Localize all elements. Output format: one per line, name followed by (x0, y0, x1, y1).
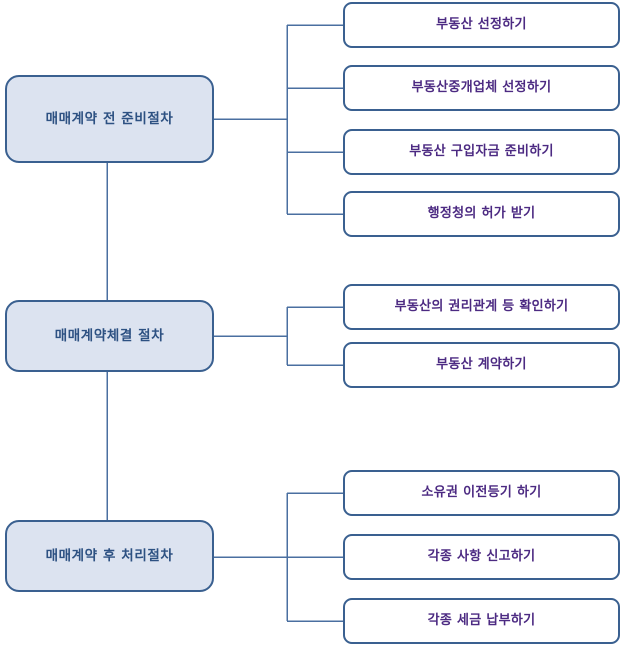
step-node-label: 행정청의 허가 받기 (427, 206, 536, 222)
step-node-get-permission[interactable]: 행정청의 허가 받기 (343, 191, 620, 237)
group-node-label: 매매계약체결 절차 (54, 327, 165, 344)
step-node-label: 부동산 구입자금 준비하기 (409, 144, 554, 160)
step-node-label: 부동산 계약하기 (436, 357, 527, 373)
step-node-label: 소유권 이전등기 하기 (421, 485, 542, 501)
group-node-label: 매매계약 전 준비절차 (45, 110, 174, 127)
group-node-contract[interactable]: 매매계약체결 절차 (5, 300, 214, 372)
step-node-sign-contract[interactable]: 부동산 계약하기 (343, 342, 620, 388)
step-node-label: 부동산중개업체 선정하기 (411, 80, 552, 96)
step-node-label: 각종 세금 납부하기 (427, 613, 536, 629)
step-node-report-matters[interactable]: 각종 사항 신고하기 (343, 534, 620, 580)
step-node-transfer-registration[interactable]: 소유권 이전등기 하기 (343, 470, 620, 516)
step-node-select-property[interactable]: 부동산 선정하기 (343, 2, 620, 48)
step-node-label: 부동산의 권리관계 등 확인하기 (394, 299, 569, 315)
step-node-select-agency[interactable]: 부동산중개업체 선정하기 (343, 65, 620, 111)
group-node-pre-contract[interactable]: 매매계약 전 준비절차 (5, 75, 214, 163)
group-node-post-contract[interactable]: 매매계약 후 처리절차 (5, 520, 214, 592)
step-node-pay-taxes[interactable]: 각종 세금 납부하기 (343, 598, 620, 644)
step-node-label: 부동산 선정하기 (436, 17, 527, 33)
step-node-check-rights[interactable]: 부동산의 권리관계 등 확인하기 (343, 284, 620, 330)
step-node-label: 각종 사항 신고하기 (427, 549, 536, 565)
group-node-label: 매매계약 후 처리절차 (45, 547, 174, 564)
step-node-prepare-funds[interactable]: 부동산 구입자금 준비하기 (343, 129, 620, 175)
